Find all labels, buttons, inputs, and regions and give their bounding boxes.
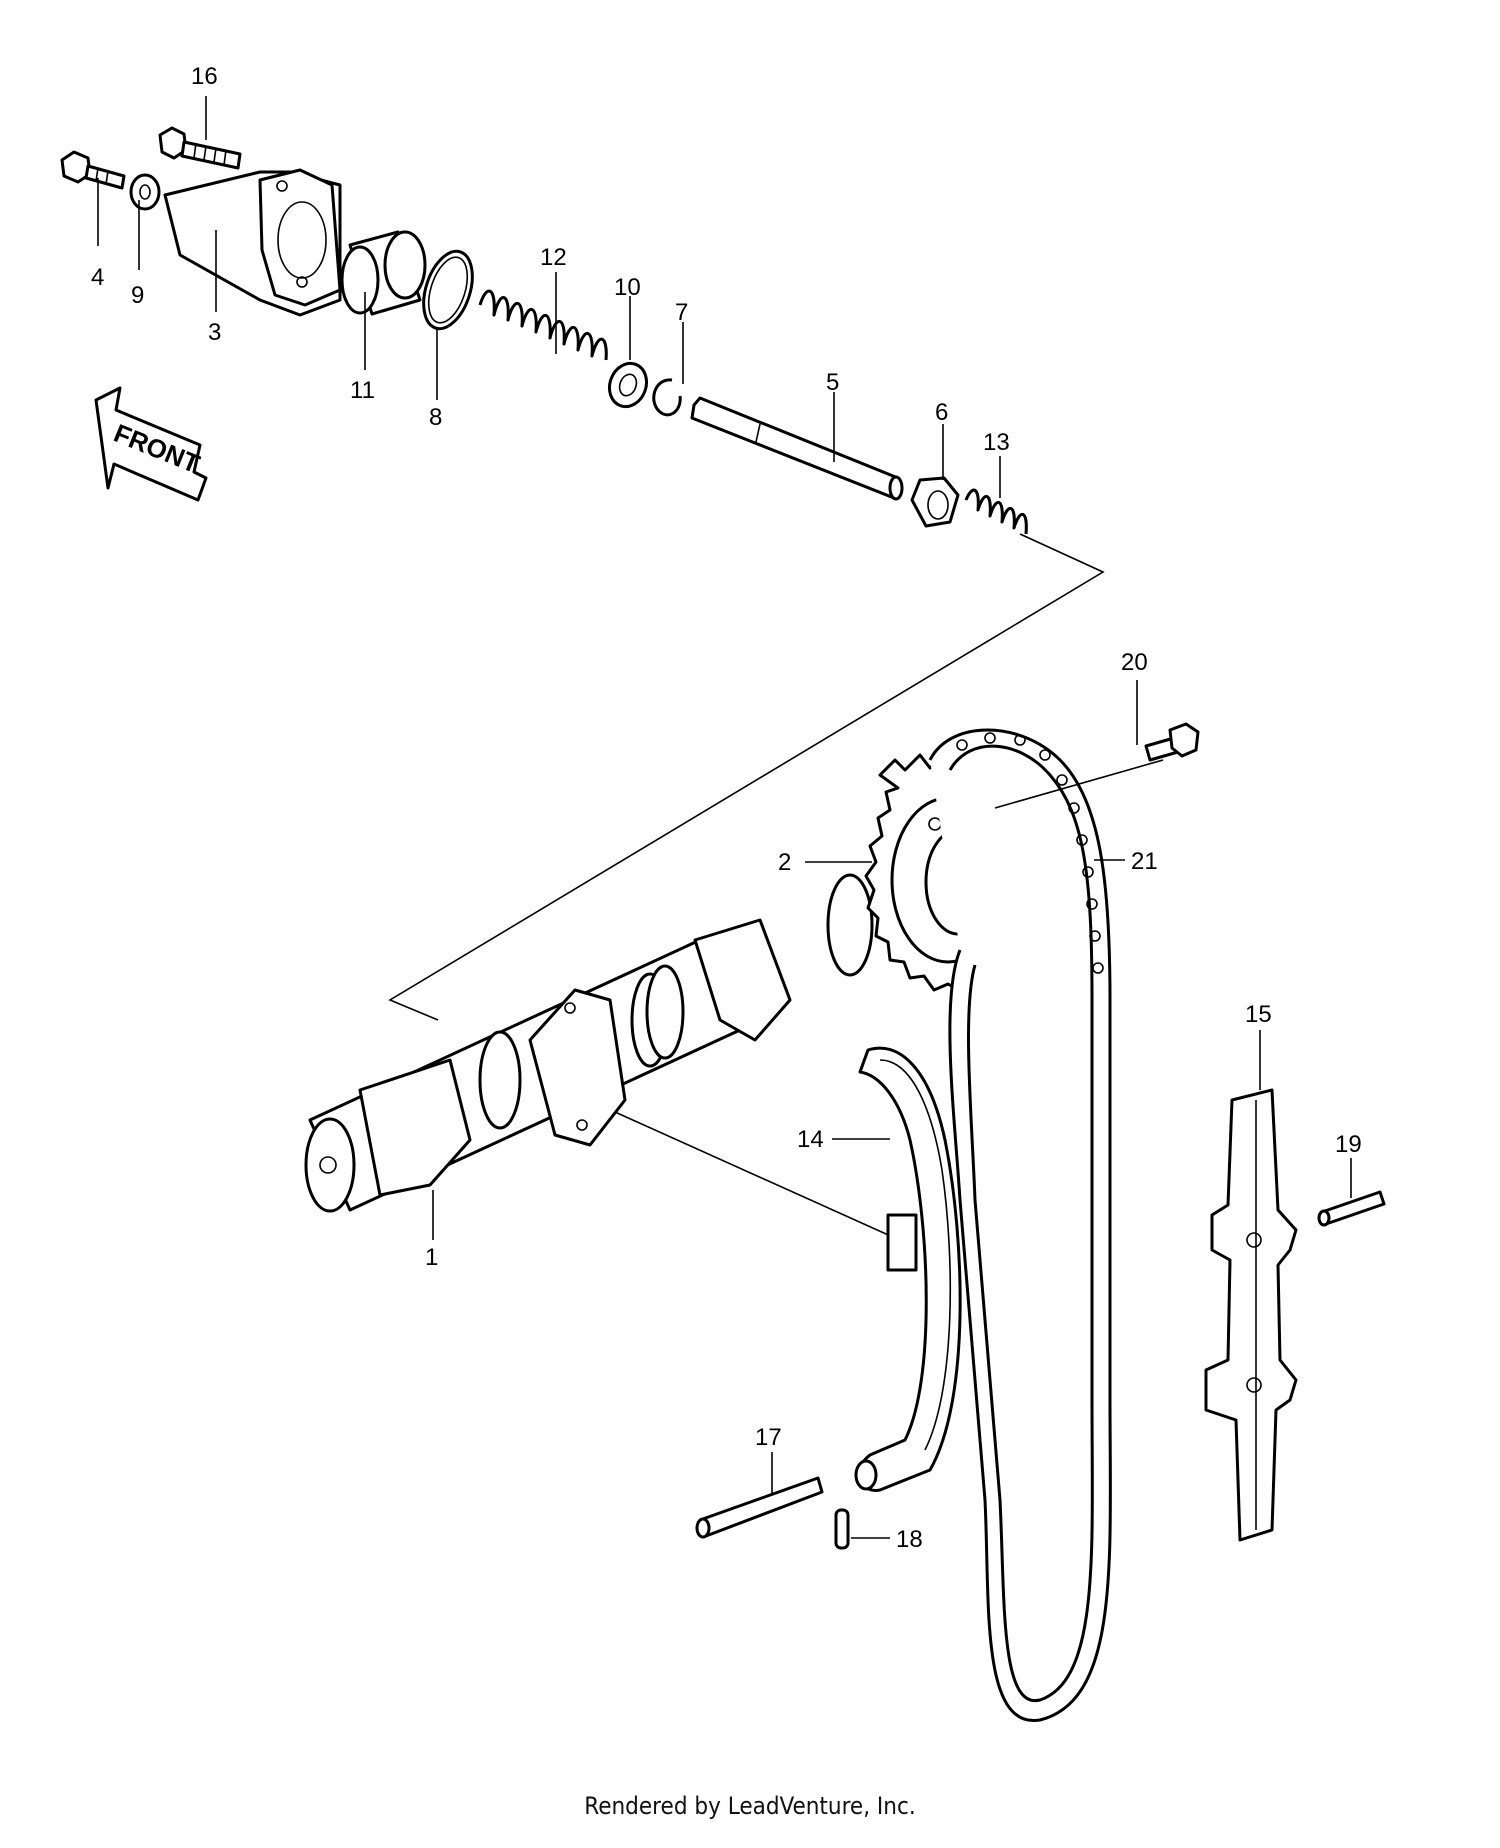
callout-16: 16 (191, 63, 218, 90)
spring-13 (964, 488, 1028, 535)
callout-10: 10 (614, 274, 641, 301)
callout-17: 17 (755, 1424, 782, 1451)
callout-2: 2 (778, 849, 791, 876)
callout-11: 11 (350, 377, 375, 404)
callout-5: 5 (826, 369, 839, 396)
leader-lines (97, 96, 1352, 1539)
chain-guide-14 (854, 1046, 962, 1492)
front-arrow-icon: FRONT (94, 386, 208, 502)
callout-1: 1 (425, 1244, 438, 1271)
callout-14: 14 (797, 1126, 824, 1153)
callout-13: 13 (983, 429, 1010, 456)
footer-credit: Rendered by LeadVenture, Inc. (584, 1792, 916, 1820)
assembly-outline (388, 533, 1105, 1239)
spring-12 (478, 289, 608, 361)
pin-18 (834, 1508, 850, 1550)
o-ring-8 (422, 249, 474, 331)
callout-3: 3 (208, 319, 221, 346)
callout-8: 8 (429, 404, 442, 431)
callout-4: 4 (91, 264, 104, 291)
bolt-16 (158, 126, 242, 170)
callout-12: 12 (540, 244, 567, 271)
callout-7: 7 (675, 299, 688, 326)
chain-guide-15 (1204, 1088, 1298, 1542)
camshaft-1 (304, 873, 874, 1213)
callout-21: 21 (1131, 848, 1158, 875)
bolt-20 (1144, 722, 1200, 762)
circlip-7 (652, 378, 682, 417)
cam-chain-21 (928, 728, 1112, 1722)
callout-15: 15 (1245, 1001, 1272, 1028)
washer-10 (607, 361, 649, 409)
washer-9 (129, 173, 161, 211)
tensioner-body-3 (163, 168, 342, 317)
pin-17 (695, 1476, 824, 1539)
nut-6 (910, 476, 960, 528)
callout-18: 18 (896, 1526, 923, 1553)
callout-6: 6 (935, 399, 948, 426)
callout-labels: 1 2 3 4 5 6 7 8 9 10 11 12 13 14 15 16 1… (91, 63, 1362, 1553)
callout-20: 20 (1121, 649, 1148, 676)
callout-9: 9 (131, 282, 144, 309)
sleeve-11 (340, 230, 427, 316)
callout-19: 19 (1335, 1131, 1362, 1158)
bolt-4 (60, 150, 126, 190)
rod-5 (690, 396, 904, 501)
pin-19 (1317, 1190, 1386, 1227)
